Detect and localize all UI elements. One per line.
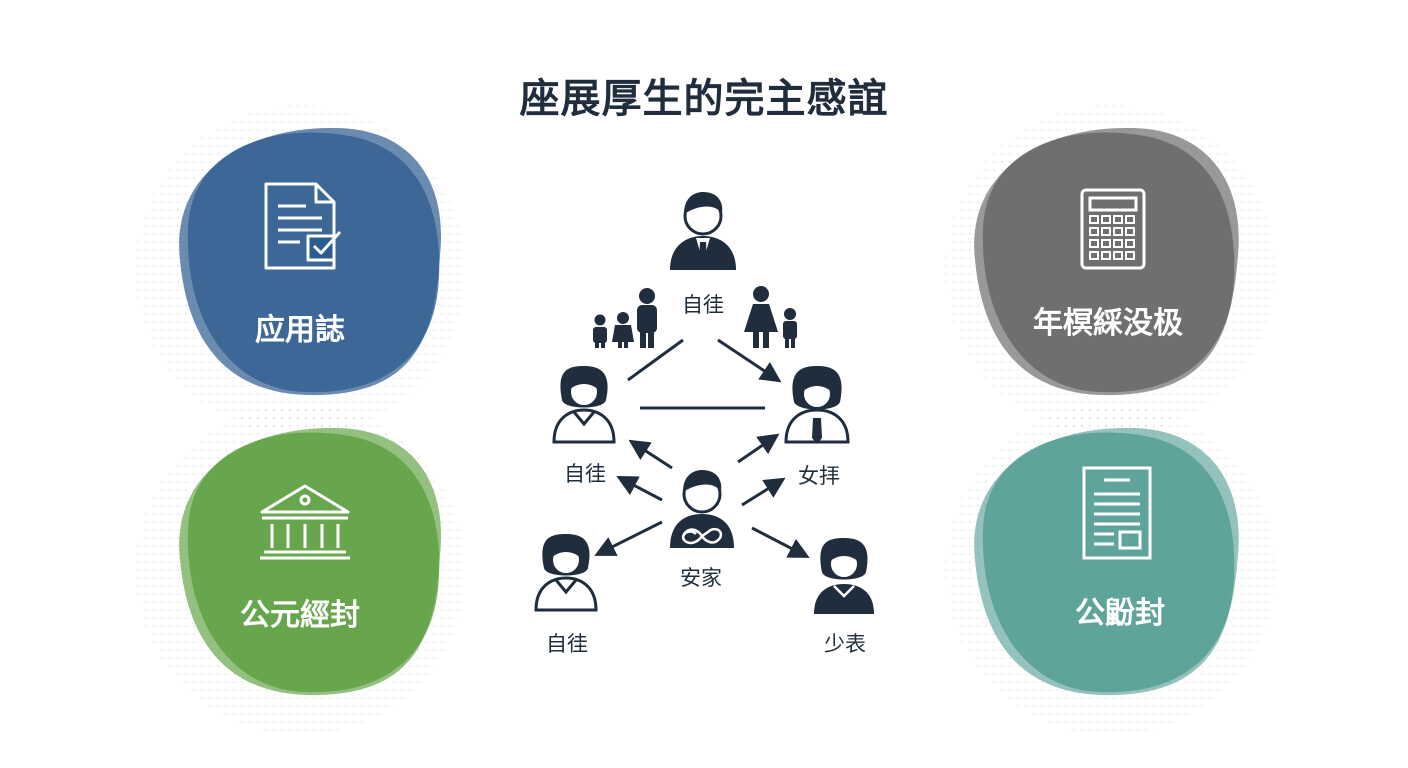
- calculator-key: [1125, 215, 1135, 224]
- calculator-key: [1125, 227, 1135, 236]
- node-label-center: 安家: [680, 566, 722, 590]
- node-label-top: 自徍: [682, 293, 724, 317]
- calculator-icon: [1080, 188, 1146, 270]
- blob-label-top-left: 应用誌: [255, 313, 345, 348]
- document-check-icon: [264, 182, 342, 270]
- form-document-icon: [1082, 466, 1152, 560]
- calculator-key: [1125, 239, 1135, 248]
- blob-label-bottom-right: 公鼢封: [1075, 596, 1165, 631]
- blob-bottom-right: [974, 427, 1239, 696]
- blob-top-right: [974, 127, 1239, 396]
- calculator-key: [1113, 215, 1123, 224]
- person-right-mid-icon: [784, 366, 850, 444]
- blob-top-left: [179, 127, 442, 396]
- calculator-key: [1113, 239, 1123, 248]
- blob-label-top-right: 年榠綵没极: [1033, 306, 1183, 341]
- page-title: 座展厚生的完主感誼: [519, 76, 889, 122]
- calculator-key: [1089, 239, 1099, 248]
- calculator-key: [1101, 239, 1111, 248]
- family-group-right-icon: [744, 286, 797, 348]
- node-label-right-mid: 女拝: [798, 464, 840, 488]
- calculator-key: [1125, 251, 1135, 260]
- node-label-left-upper: 自徍: [564, 462, 606, 486]
- calculator-key: [1089, 215, 1099, 224]
- family-group-left-icon: [593, 288, 657, 348]
- node-label-right-lower: 少表: [824, 632, 866, 656]
- network-connectors: [594, 338, 810, 558]
- calculator-key: [1113, 251, 1123, 260]
- calculator-key: [1089, 227, 1099, 236]
- node-label-left-lower: 自徍: [546, 632, 588, 656]
- person-right-lower-icon: [814, 538, 874, 614]
- calculator-key: [1101, 251, 1111, 260]
- blob-bottom-left: [179, 427, 442, 696]
- person-left-lower-icon: [534, 534, 598, 612]
- calculator-key: [1101, 227, 1111, 236]
- blob-label-bottom-left: 公元經封: [240, 598, 360, 633]
- calculator-key: [1101, 215, 1111, 224]
- person-left-upper-icon: [552, 366, 616, 444]
- bank-building-icon: [260, 484, 350, 560]
- person-top-icon: [670, 192, 736, 270]
- person-center-icon: [670, 470, 734, 548]
- calculator-key: [1113, 227, 1123, 236]
- calculator-key: [1089, 251, 1099, 260]
